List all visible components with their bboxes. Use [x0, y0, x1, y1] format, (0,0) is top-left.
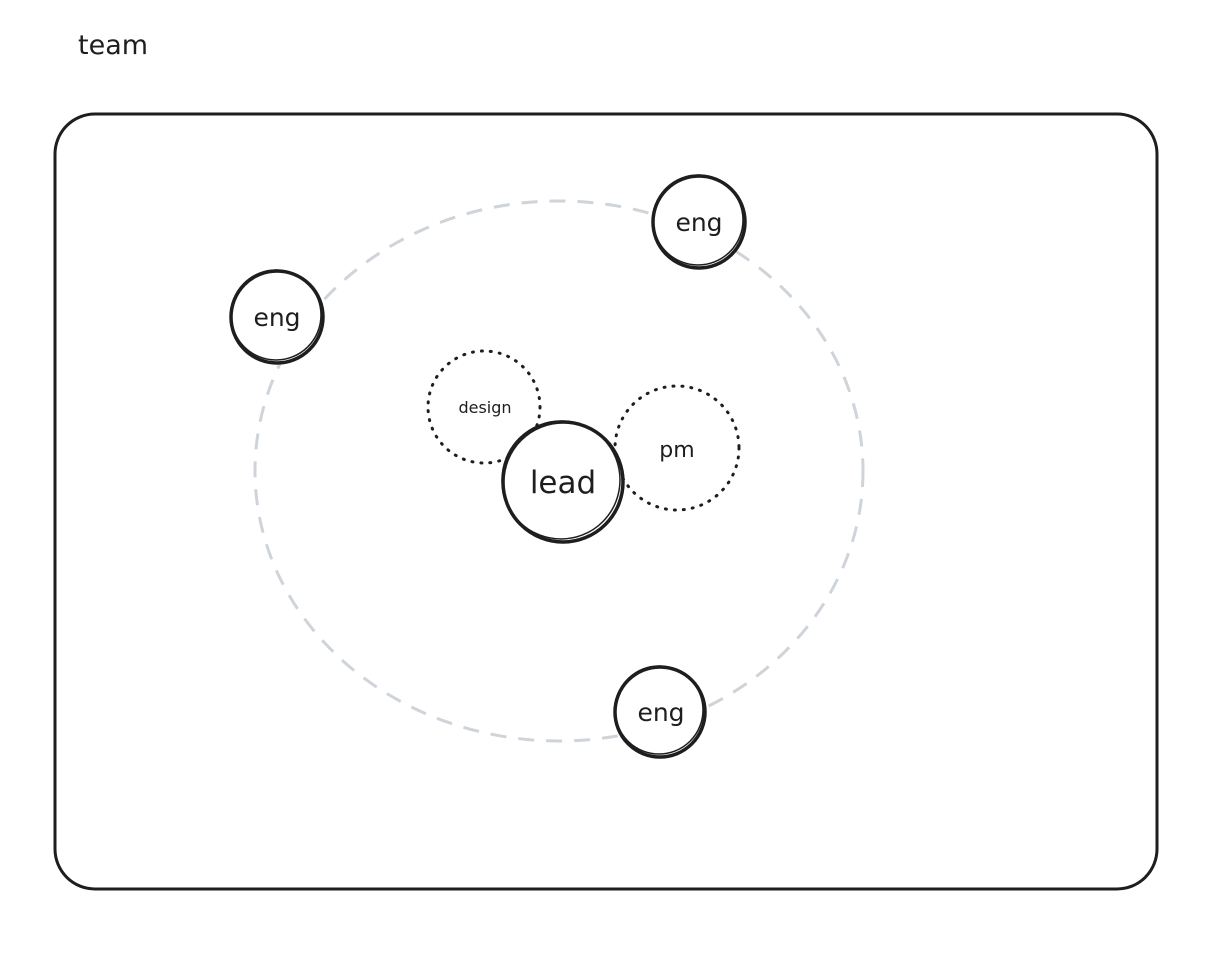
- design-circle: [426, 349, 542, 465]
- design-label: design: [458, 398, 511, 417]
- lead-circle-sketch: [501, 420, 621, 540]
- lead-circle: [501, 420, 625, 544]
- orbit-ring[interactable]: [253, 199, 865, 743]
- eng-bottom-circle-sketch: [614, 665, 704, 755]
- eng-left-node[interactable]: eng: [229, 269, 325, 365]
- team-title[interactable]: team: [78, 30, 148, 61]
- eng-top-label: eng: [675, 208, 722, 237]
- eng-top-circle-sketch: [652, 174, 744, 266]
- pm-label: pm: [659, 438, 694, 463]
- eng-bottom-node[interactable]: eng: [613, 665, 707, 759]
- lead-node[interactable]: lead: [501, 420, 625, 544]
- eng-bottom-label: eng: [637, 698, 684, 727]
- design-node[interactable]: design: [426, 349, 542, 465]
- eng-top-node[interactable]: eng: [651, 174, 747, 270]
- team-frame[interactable]: [53, 112, 1159, 891]
- lead-label: lead: [530, 465, 596, 501]
- eng-left-label: eng: [253, 303, 300, 332]
- pm-circle: [613, 384, 741, 512]
- pm-node[interactable]: pm: [613, 384, 741, 512]
- eng-left-circle-sketch: [230, 269, 322, 361]
